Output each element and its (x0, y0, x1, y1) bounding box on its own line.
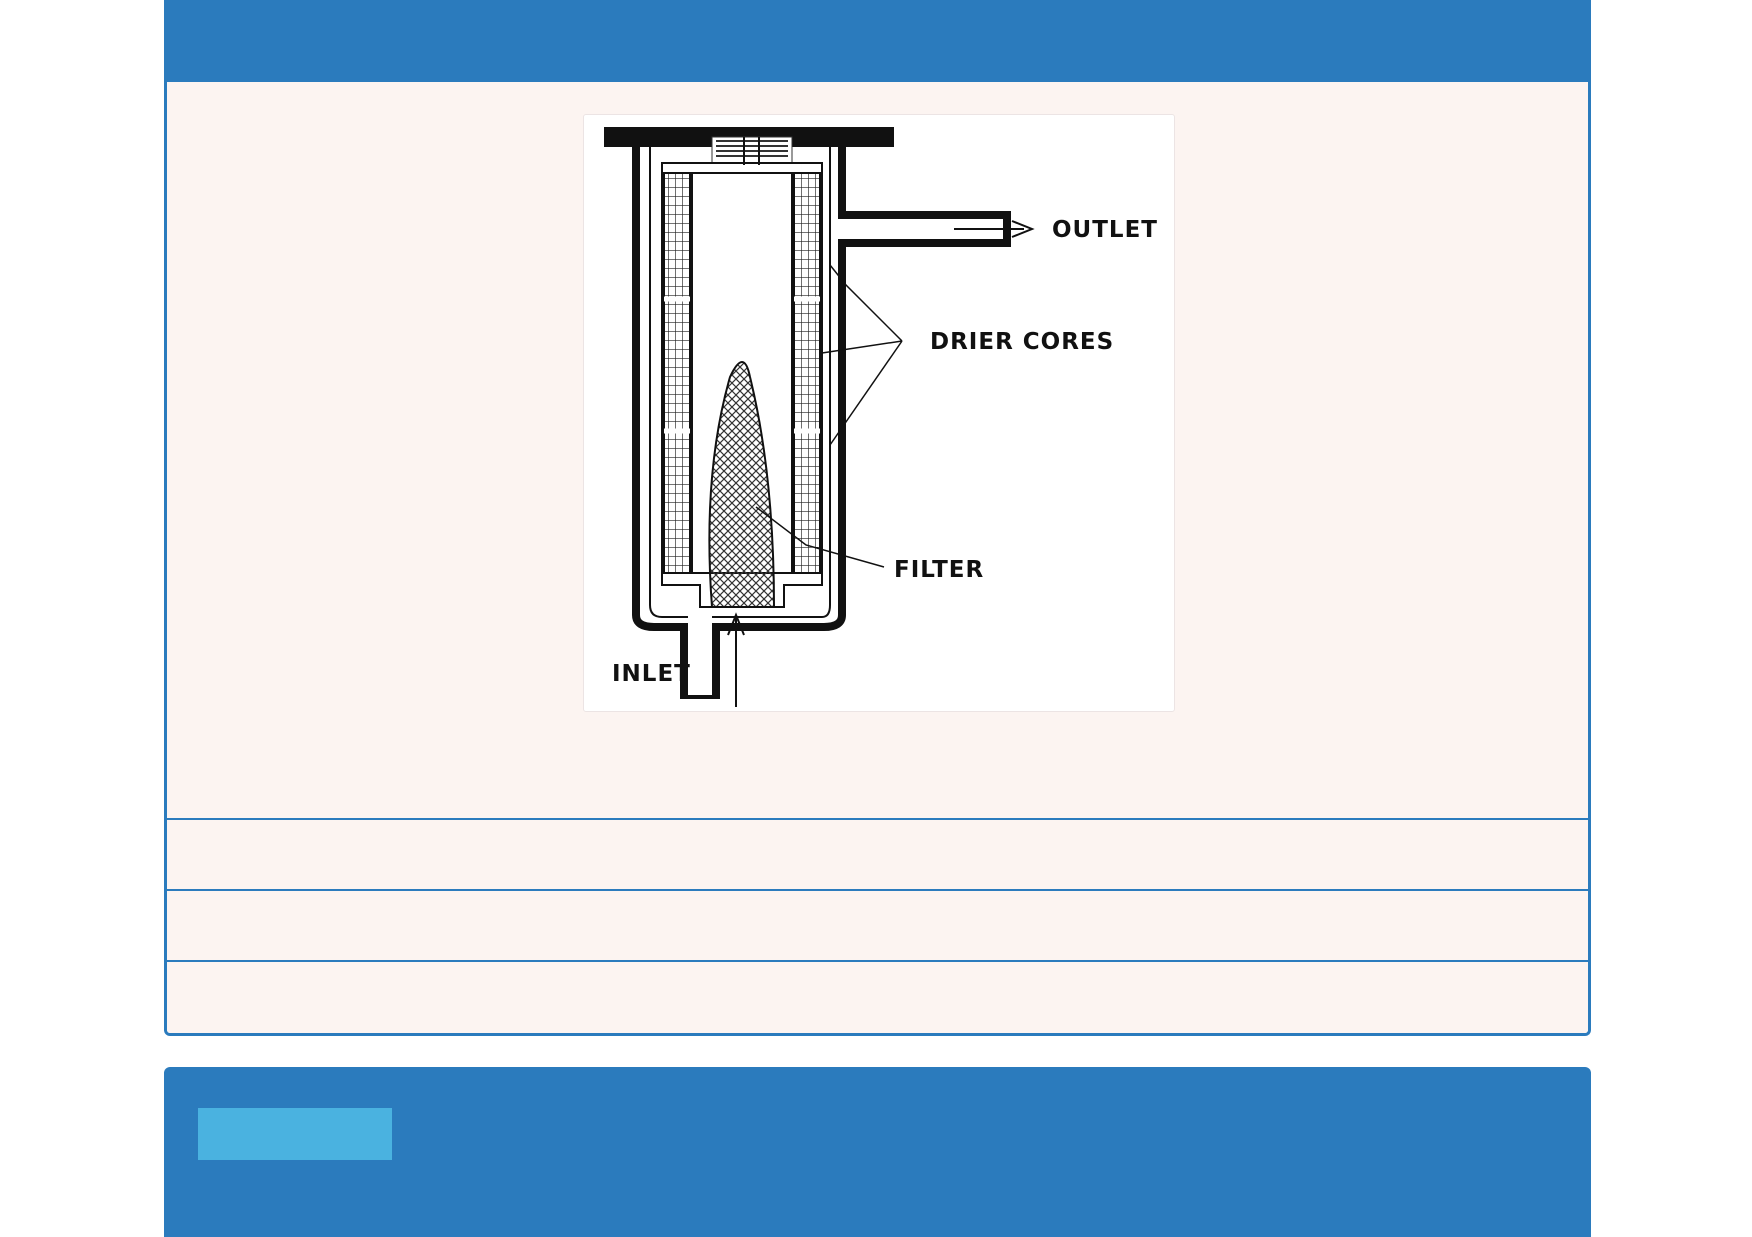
card-header (167, 0, 1588, 82)
answer-option-2[interactable] (167, 889, 1588, 959)
filter-cone (708, 361, 776, 608)
footer-action-button[interactable] (198, 1108, 392, 1160)
footer-bar (164, 1067, 1591, 1237)
label-filter: FILTER (894, 557, 984, 583)
top-cap (711, 136, 793, 165)
inner-wall (649, 147, 831, 618)
core-separators (664, 296, 820, 434)
inlet-arrow (727, 612, 745, 707)
answer-option-3[interactable] (167, 960, 1588, 1033)
label-inlet: INLET (612, 661, 691, 687)
question-card: OUTLET DRIER CORES FILTER INLET (164, 0, 1591, 1036)
filter-drier-svg: OUTLET DRIER CORES FILTER INLET (604, 127, 1158, 707)
outlet-arrow (954, 220, 1035, 238)
drier-core-right (793, 172, 821, 574)
label-outlet: OUTLET (1052, 217, 1158, 243)
answer-option-1[interactable] (167, 818, 1588, 888)
label-drier-cores: DRIER CORES (930, 329, 1114, 355)
leader-lines (755, 264, 903, 568)
drier-core-left (663, 172, 691, 574)
outer-shell (632, 143, 1011, 699)
inlet-pipe (688, 611, 712, 695)
filter-drier-diagram: OUTLET DRIER CORES FILTER INLET (583, 114, 1175, 712)
